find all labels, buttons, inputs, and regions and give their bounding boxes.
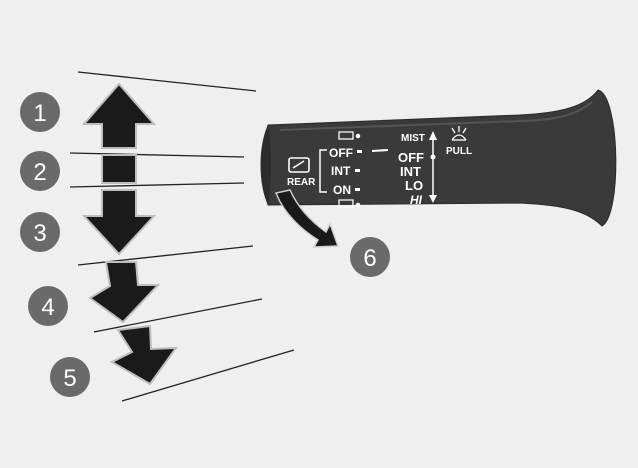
washer-icon [338, 131, 361, 140]
mist-label: MIST [401, 133, 425, 144]
leader-line-4 [93, 298, 263, 333]
rear-label: REAR [287, 177, 316, 188]
front-lo-label: LO [405, 178, 423, 193]
lever-highlight [279, 101, 593, 131]
rear-on-label: ON [333, 183, 351, 197]
front-washer-icon [451, 126, 467, 141]
svg-text:6: 6 [363, 245, 376, 272]
rear-off-label: OFF [329, 146, 353, 160]
rear-wiper-icon [288, 157, 310, 173]
callout-1: 1 [20, 92, 60, 132]
pull-label: PULL [446, 146, 472, 157]
direction-arrows [81, 82, 179, 386]
rear-off-tick [357, 150, 362, 153]
leader-line-2b [69, 182, 245, 188]
arrow-down-icon [81, 189, 157, 256]
center-block-icon [101, 154, 137, 184]
arrow-up-icon [81, 82, 157, 149]
arrow-down-small-icon [88, 261, 161, 324]
callout-2: 2 [20, 151, 60, 191]
rear-bracket [319, 149, 327, 193]
svg-text:5: 5 [63, 365, 76, 392]
svg-text:3: 3 [33, 220, 46, 247]
rear-washer-spray-icon [338, 199, 361, 208]
arrow-down-small-icon-2 [109, 324, 179, 386]
rear-int-label: INT [331, 164, 351, 178]
svg-text:2: 2 [33, 159, 46, 186]
svg-text:4: 4 [41, 294, 54, 321]
rear-on-tick [355, 188, 360, 191]
front-position-arrow-icon [429, 131, 437, 203]
rear-int-tick [355, 169, 360, 172]
callout-3: 3 [20, 212, 60, 252]
callout-6: 6 [350, 237, 390, 277]
leader-line-2a [69, 152, 245, 158]
rear-washer-control: REAR OFF INT ON [287, 131, 389, 208]
svg-text:1: 1 [33, 100, 46, 127]
front-off-label: OFF [398, 150, 424, 165]
callout-4: 4 [28, 286, 68, 326]
leader-line-5 [121, 349, 295, 402]
callout-5: 5 [50, 357, 90, 397]
rotate-arrow-icon [274, 189, 340, 248]
lever [260, 89, 617, 227]
rear-off-connector [371, 149, 389, 152]
front-wiper-control: MIST OFF INT LO HI PULL [398, 126, 472, 207]
lever-tip [260, 125, 271, 205]
leader-line-1 [77, 71, 257, 92]
front-hi-label: HI [410, 193, 423, 207]
front-int-label: INT [400, 164, 421, 179]
